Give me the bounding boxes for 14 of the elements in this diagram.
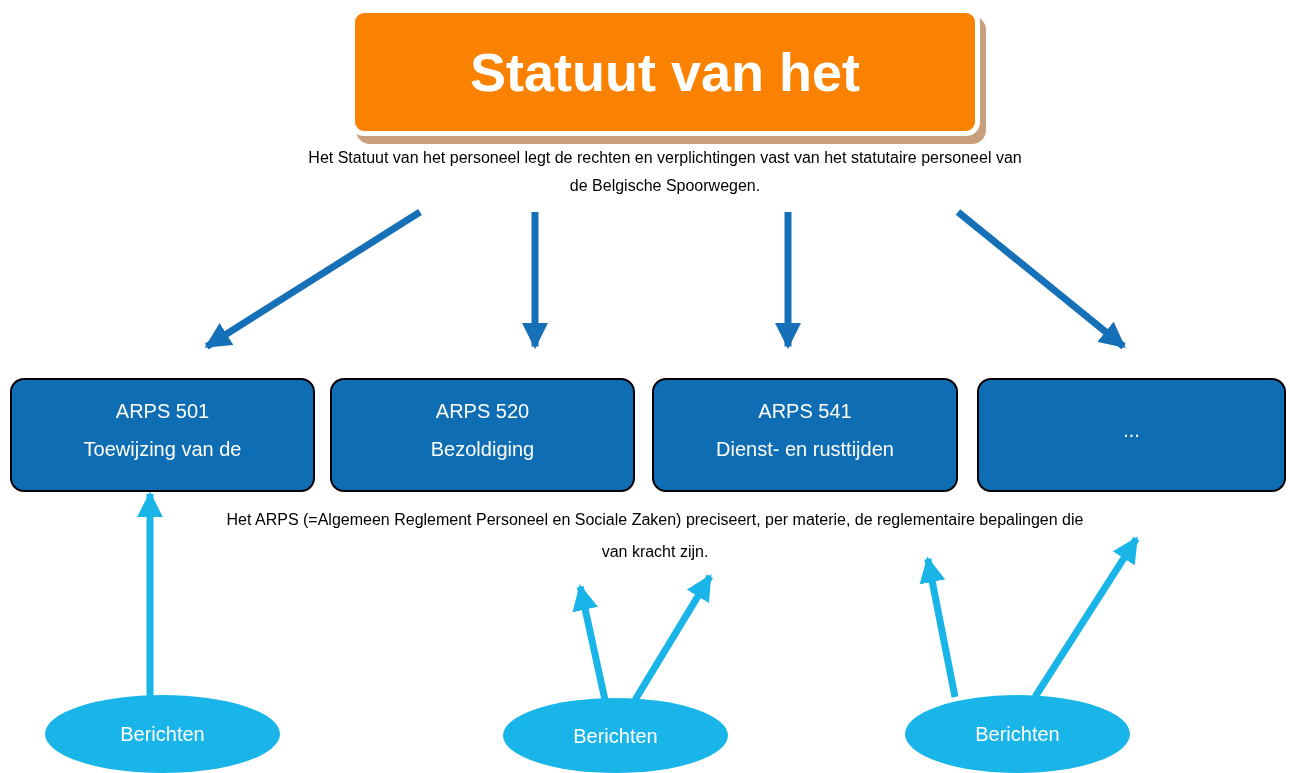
note-text: Het ARPS (=Algemeen Reglement Personeel en Sociale Zaken) preciseert, per materie, de reglementaire bepalingen die van kracht zijn. [225, 510, 1085, 562]
description-text: Het Statuut van het personeel legt de rechten en verplichtingen vast van het statutaire personeel van de Belgische Spoorwegen. [307, 148, 1023, 196]
regulation-box: ARPS 520 Bezoldiging [330, 378, 635, 492]
regulation-box: ARPS 501 Toewijzing van de [10, 378, 315, 492]
regulation-box: ARPS 541 Dienst- en rusttijden [652, 378, 958, 492]
message-ellipse: Berichten [905, 695, 1130, 773]
regulation-box: ... [977, 378, 1286, 492]
arrow [137, 491, 163, 697]
arrow [204, 209, 422, 350]
arrow [955, 209, 1126, 350]
arrow [572, 584, 609, 701]
arrow [919, 556, 959, 698]
message-ellipse: Berichten [45, 695, 280, 773]
message-ellipse: Berichten [503, 698, 728, 773]
